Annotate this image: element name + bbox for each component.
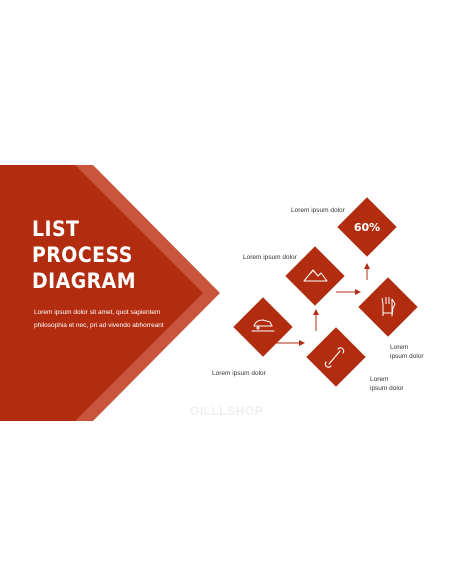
node-percentage: 60%	[337, 197, 397, 257]
body-text: Lorem ipsum dolor sit amet, quot sapient…	[34, 309, 164, 329]
label-glove-line-2: ipsum dolor	[390, 353, 424, 360]
label-snowmobile: Lorem ipsum dolor	[212, 370, 266, 377]
connector-arrows	[275, 263, 370, 346]
glove-icon	[381, 297, 396, 317]
node-wrench	[306, 327, 366, 387]
label-glove-line-1: Lorem	[390, 344, 409, 351]
percentage-value: 60%	[354, 221, 380, 234]
label-percentage: Lorem ipsum dolor	[291, 207, 345, 214]
title-line-3: DIAGRAM	[32, 269, 137, 293]
label-wrench-line-2: ipsum dolor	[370, 385, 404, 392]
snowmobile-icon	[251, 319, 275, 332]
title-line-2: PROCESS	[32, 243, 133, 267]
title-line-1: LIST	[32, 217, 80, 241]
mountain-icon	[303, 269, 328, 282]
node-glove	[358, 277, 418, 337]
label-wrench-line-1: Lorem	[370, 376, 389, 383]
watermark: GILLLSHOP	[190, 404, 264, 418]
label-wrench: Lorem ipsum dolor	[370, 375, 404, 393]
label-glove: Lorem ipsum dolor	[390, 343, 424, 361]
node-snowmobile	[233, 297, 293, 357]
wrench-icon	[324, 347, 345, 368]
label-mountain: Lorem ipsum dolor	[243, 254, 297, 261]
banner-main-shape	[0, 165, 203, 421]
